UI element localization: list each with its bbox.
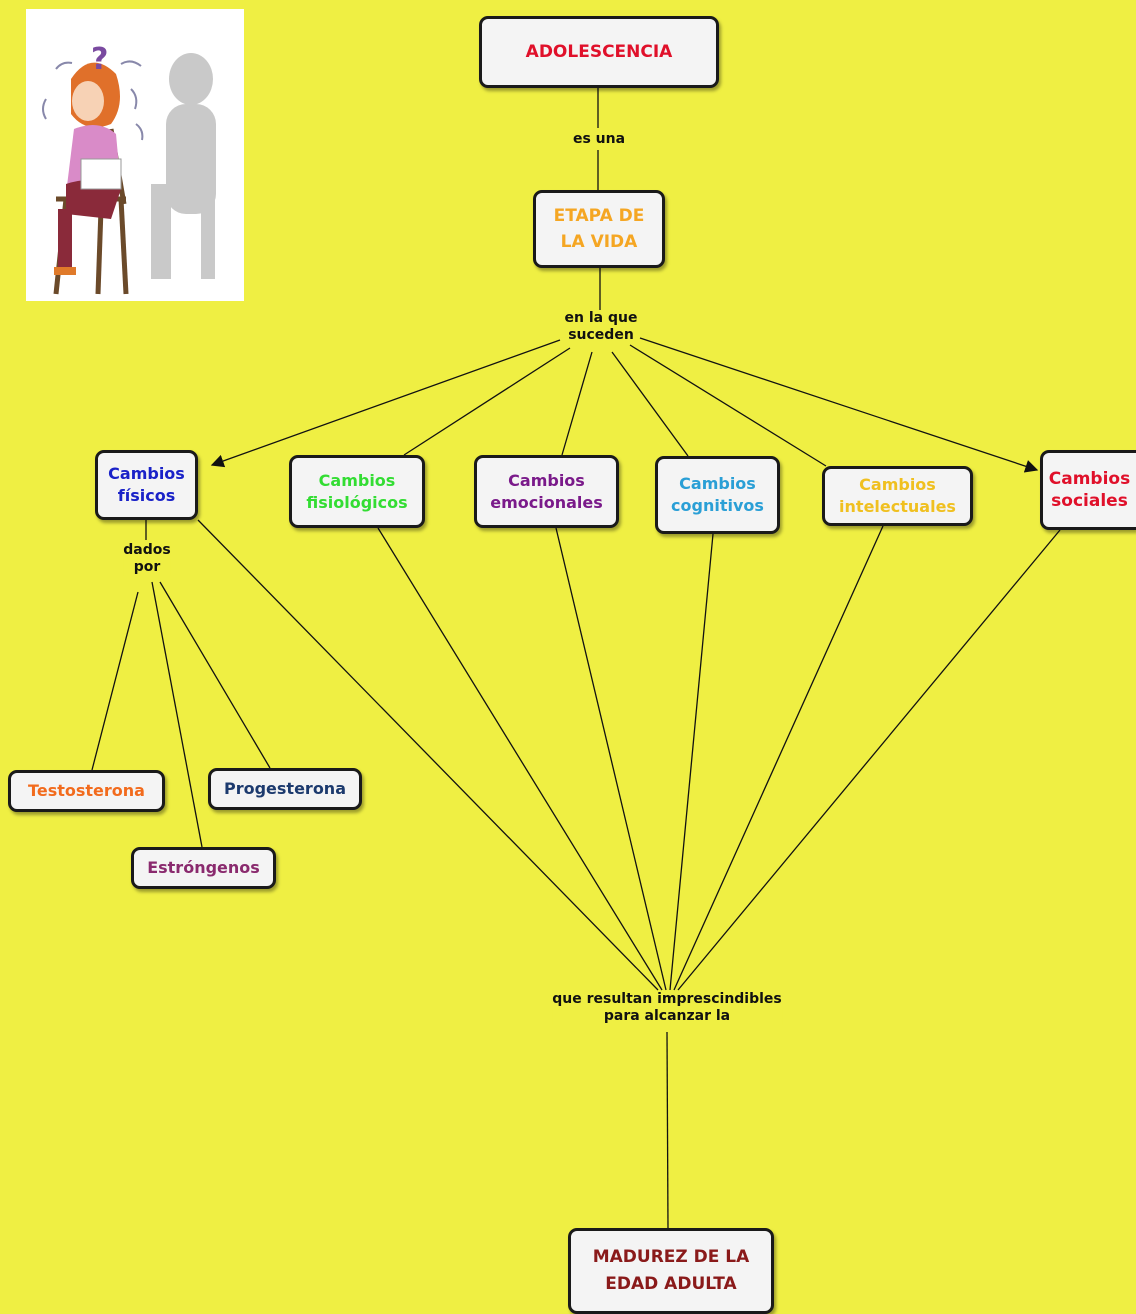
link-to-intelectuales (629, 344, 827, 467)
node-progesterona[interactable]: Progesterona (208, 768, 362, 810)
svg-text:?: ? (91, 42, 108, 77)
node-fisiologicos-label: Cambios fisiológicos (306, 470, 408, 512)
link-to-fisiologicos (403, 347, 571, 456)
link-sociales-resultan (677, 529, 1061, 991)
thinking-girl-illustration: ? (26, 9, 244, 301)
node-madurez[interactable]: MADUREZ DE LA EDAD ADULTA (568, 1228, 774, 1314)
node-testosterona-label: Testosterona (28, 781, 145, 800)
node-progesterona-label: Progesterona (223, 779, 346, 798)
link-emocionales-resultan (555, 527, 667, 991)
link-label-dados-por: dados por (123, 542, 171, 576)
node-cambios-emocionales[interactable]: Cambios emocionales (474, 455, 619, 528)
link-to-emocionales (561, 351, 593, 456)
node-estrogenos-label: Estróngenos (147, 858, 260, 877)
node-cognitivos-label: Cambios cognitivos (671, 474, 764, 515)
link-dados-estrogenos (151, 581, 203, 848)
node-etapa-label: ETAPA DE LA VIDA (553, 206, 645, 252)
node-adolescencia-label: ADOLESCENCIA (525, 42, 673, 62)
link-dados-progesterona (159, 581, 271, 769)
node-emocionales-label: Cambios emocionales (490, 470, 603, 512)
node-testosterona[interactable]: Testosterona (8, 770, 165, 812)
node-adolescencia[interactable]: ADOLESCENCIA (479, 16, 719, 88)
link-cognitivos-resultan (669, 533, 714, 991)
node-cambios-intelectuales[interactable]: Cambios intelectuales (822, 466, 973, 526)
link-label-en-la-que-suceden: en la que suceden (564, 310, 638, 344)
link-fisicos-resultan (197, 519, 659, 991)
link-label-que-resultan: que resultan imprescindibles para alcanz… (552, 991, 782, 1025)
link-fisiologicos-resultan (377, 527, 663, 991)
node-fisicos-label: Cambios físicos (108, 464, 185, 505)
node-intelectuales-label: Cambios intelectuales (839, 475, 956, 516)
link-intelectuales-resultan (673, 525, 884, 991)
link-to-sociales (639, 337, 1039, 473)
node-cambios-fisiologicos[interactable]: Cambios fisiológicos (289, 455, 425, 528)
node-madurez-label: MADUREZ DE LA EDAD ADULTA (592, 1247, 750, 1294)
link-to-cognitivos (611, 351, 689, 457)
node-estrogenos[interactable]: Estróngenos (131, 847, 276, 889)
node-cambios-fisicos[interactable]: Cambios físicos (95, 450, 198, 520)
node-cambios-sociales[interactable]: Cambios sociales (1040, 450, 1136, 530)
node-cambios-cognitivos[interactable]: Cambios cognitivos (655, 456, 780, 534)
link-label-es-una: es una (572, 131, 626, 148)
node-sociales-label: Cambios sociales (1048, 469, 1131, 511)
link-dados-testosterona (91, 591, 139, 771)
node-etapa-de-la-vida[interactable]: ETAPA DE LA VIDA (533, 190, 665, 268)
link-to-fisicos (210, 339, 561, 468)
link-resultan-madurez (666, 1031, 669, 1229)
